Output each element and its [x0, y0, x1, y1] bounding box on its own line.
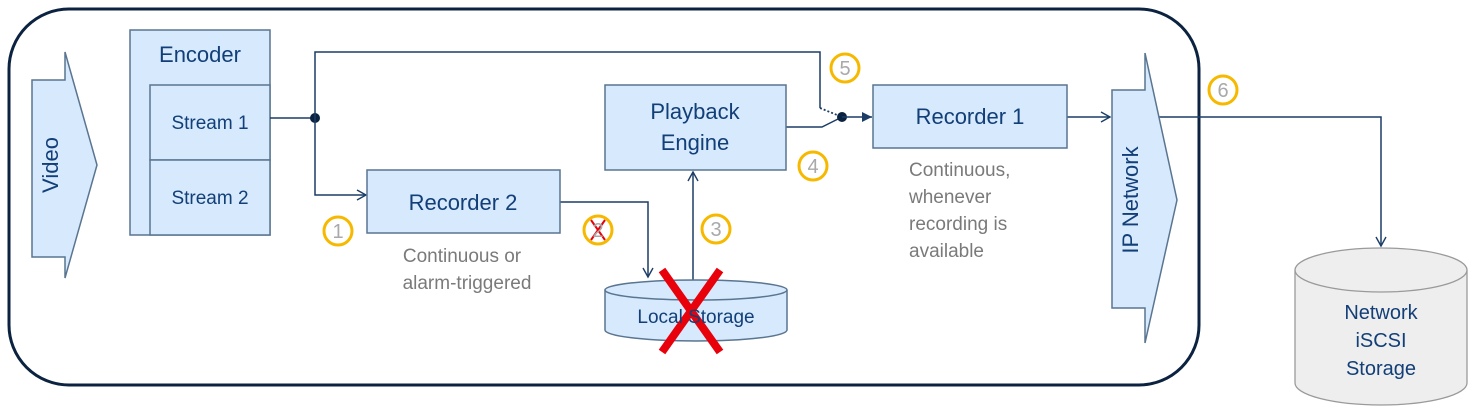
network-storage-label-2: iSCSI: [1355, 330, 1406, 352]
network-iscsi-storage: Network iSCSI Storage: [1294, 247, 1468, 406]
cross-icon: [590, 219, 606, 241]
recorder-1: Recorder 1 Continuous, whenever recordin…: [872, 84, 1068, 262]
step-5-number: 5: [839, 58, 850, 80]
step-1-number: 1: [332, 221, 343, 243]
step-6-number: 6: [1217, 80, 1228, 102]
recorder-2: Recorder 2 Continuous or alarm-triggered: [366, 169, 561, 294]
stream-2-box: [149, 159, 271, 236]
recorder-1-note-4: available: [909, 241, 984, 262]
network-storage-label-1: Network: [1344, 302, 1418, 324]
device-boundary: [7, 7, 1201, 387]
network-storage-label-3: Storage: [1346, 358, 1416, 380]
connectors: [270, 51, 1387, 288]
recorder-1-note-1: Continuous,: [909, 160, 1010, 181]
step-3: 3: [700, 213, 732, 245]
playback-label-2: Engine: [661, 130, 730, 155]
playback-engine: Playback Engine: [604, 84, 787, 171]
step-2-number: 2: [592, 220, 603, 242]
step-6: 6: [1207, 74, 1239, 106]
stream-2-label: Stream 2: [171, 188, 248, 209]
step-3-number: 3: [710, 219, 721, 241]
step-4-number: 4: [807, 156, 818, 178]
ip-network-label: IP Network: [1118, 145, 1143, 253]
step-5: 5: [829, 52, 861, 84]
step-2-crossed: 2: [582, 214, 614, 246]
recorder-1-note-2: whenever: [908, 187, 992, 208]
playback-label-1: Playback: [650, 99, 740, 124]
local-storage: Local Storage: [604, 267, 788, 355]
video-label: Video: [38, 137, 63, 193]
recorder-1-note-3: recording is: [909, 214, 1007, 235]
recorder-2-note-1: Continuous or: [403, 246, 522, 267]
recorder-2-label: Recorder 2: [409, 190, 518, 215]
encoder-label: Encoder: [159, 42, 241, 67]
cross-icon: [658, 267, 724, 355]
local-storage-label: Local Storage: [637, 307, 754, 328]
encoder: Encoder Stream 1 Stream 2: [129, 29, 271, 236]
step-4: 4: [797, 150, 829, 182]
recorder-2-note-2: alarm-triggered: [403, 273, 532, 294]
step-1: 1: [322, 215, 354, 247]
stream-1-label: Stream 1: [171, 113, 248, 134]
stream-1-box: [149, 84, 271, 161]
video-arrow: Video: [31, 51, 98, 279]
recorder-1-label: Recorder 1: [916, 104, 1025, 129]
ip-network-arrow: IP Network: [1111, 52, 1178, 344]
